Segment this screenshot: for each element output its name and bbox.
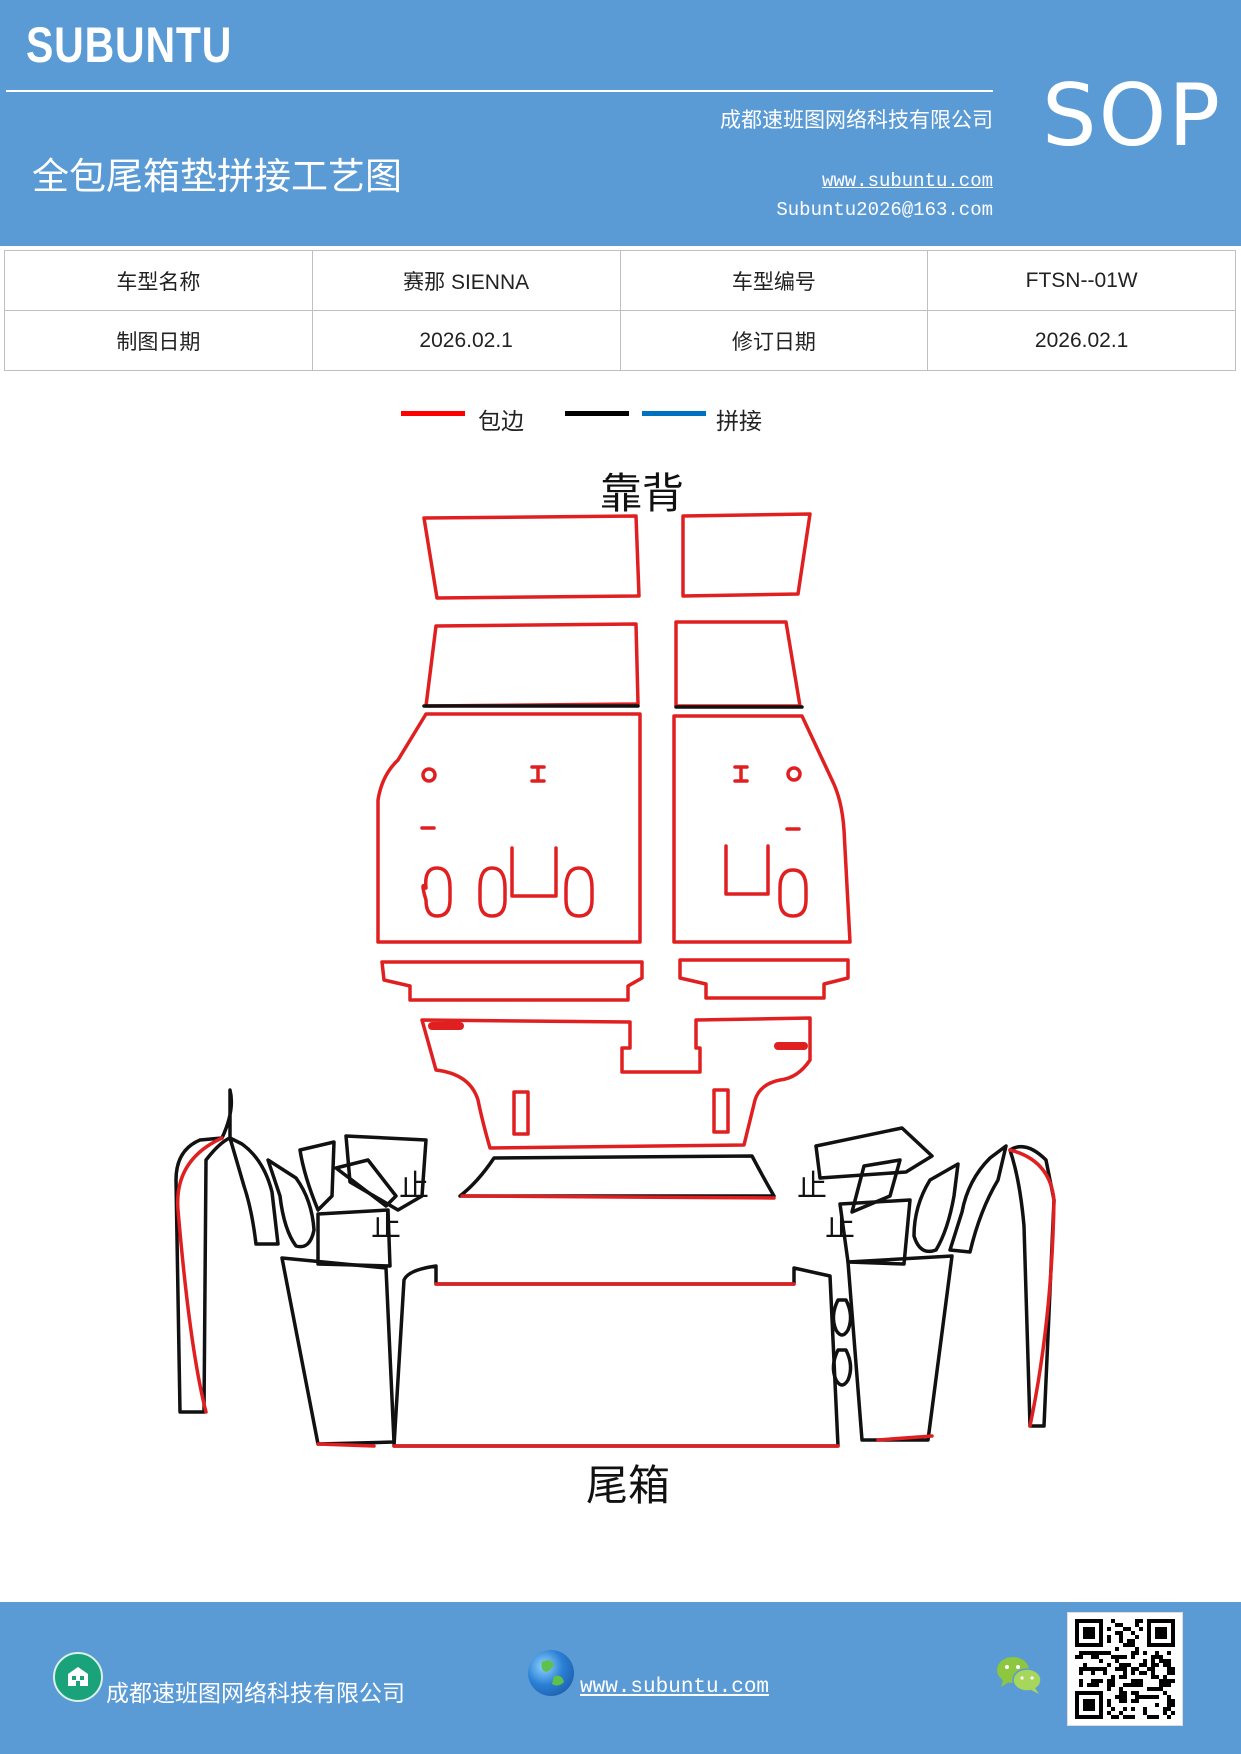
document-title: 全包尾箱垫拼接工艺图 xyxy=(32,155,402,198)
table-cell: 赛那 SIENNA xyxy=(311,250,621,311)
step-panel xyxy=(458,1154,776,1198)
stop-mark: 止 xyxy=(399,1169,429,1204)
vehicle-info-table: 车型名称 赛那 SIENNA 车型编号 FTSN--01W 制图日期 2026.… xyxy=(4,250,1236,371)
backrest-label: 靠背 xyxy=(600,469,684,518)
brand-logo: SUBUNTU xyxy=(26,17,233,73)
wechat-icon[interactable] xyxy=(995,1654,1043,1700)
globe-icon xyxy=(528,1650,574,1696)
table-cell: 2026.02.1 xyxy=(927,310,1236,371)
trunk-label: 尾箱 xyxy=(586,1461,670,1510)
right-corner-block xyxy=(814,1126,934,1180)
center-cargo-panel xyxy=(420,1016,812,1150)
email-address: Subuntu2026@163.com xyxy=(776,199,993,221)
building-icon xyxy=(53,1652,103,1702)
trunk-mat-diagram: 靠背 尾箱 止 止 止 止 xyxy=(174,469,1056,1510)
legend-swatch-seam xyxy=(642,411,706,416)
bracket-icon xyxy=(733,765,749,783)
slot-cutout xyxy=(512,1090,530,1136)
left-arch-piece xyxy=(266,1158,316,1249)
footer-website-link[interactable]: www.subuntu.com xyxy=(580,1676,770,1699)
footer-banner: 成都速班图网络科技有限公司 www.subuntu.com xyxy=(0,1602,1241,1754)
table-row: 制图日期 2026.02.1 修订日期 2026.02.1 xyxy=(4,310,1236,371)
stop-mark: 止 xyxy=(797,1169,827,1204)
right-side-panel xyxy=(846,1254,954,1442)
stop-mark: 止 xyxy=(371,1209,401,1244)
stop-mark: 止 xyxy=(825,1209,855,1244)
header-divider xyxy=(6,90,993,92)
table-cell: FTSN--01W xyxy=(927,250,1236,311)
right-arch-piece xyxy=(912,1162,960,1254)
trunk-floor-panel xyxy=(392,1264,840,1448)
right-arch-panel xyxy=(948,1144,1008,1254)
hole-icon xyxy=(786,766,802,782)
left-wedge xyxy=(334,1158,398,1208)
qr-code xyxy=(1067,1612,1183,1726)
slot-cutout xyxy=(712,1088,730,1134)
oval-cutout xyxy=(778,868,808,918)
left-corner-block xyxy=(316,1208,392,1268)
left-arch-panel xyxy=(228,1136,280,1246)
bracket-icon xyxy=(530,765,546,783)
table-cell: 制图日期 xyxy=(4,310,313,371)
website-link[interactable]: www.subuntu.com xyxy=(821,170,993,192)
floor-right-panel xyxy=(672,714,852,944)
hole-icon xyxy=(421,767,437,783)
legend-label-seam: 拼接 xyxy=(716,409,762,435)
company-name: 成都速班图网络科技有限公司 xyxy=(720,108,993,132)
u-cutout xyxy=(724,844,770,896)
left-corner-piece xyxy=(298,1140,336,1212)
right-chain-piece xyxy=(831,1298,853,1337)
table-cell: 车型名称 xyxy=(4,250,313,311)
table-cell: 修订日期 xyxy=(619,310,929,371)
footer-company-name: 成都速班图网络科技有限公司 xyxy=(106,1681,405,1707)
legend-swatch-black xyxy=(565,411,629,416)
left-side-panel-edge xyxy=(316,1442,376,1448)
right-wedge xyxy=(850,1158,902,1214)
backrest-right-middle-panel xyxy=(674,620,802,708)
right-wall-panel xyxy=(1008,1144,1056,1428)
backrest-left-upper-panel xyxy=(422,514,641,600)
oval-cutout xyxy=(478,866,507,918)
table-cell: 车型编号 xyxy=(619,250,929,311)
step-panel-edge xyxy=(460,1194,776,1200)
left-strip xyxy=(380,960,644,1002)
left-corner-block xyxy=(344,1134,428,1212)
oval-cutout xyxy=(421,866,452,918)
right-strip xyxy=(678,958,850,1000)
table-cell: 2026.02.1 xyxy=(311,310,621,371)
table-row: 车型名称 赛那 SIENNA 车型编号 FTSN--01W xyxy=(4,250,1236,311)
legend-label-edge: 包边 xyxy=(478,409,524,435)
right-side-panel-edge xyxy=(876,1434,934,1442)
legend-swatch-edge xyxy=(401,411,465,416)
floor-left-panel xyxy=(376,712,642,944)
u-cutout xyxy=(510,846,558,898)
backrest-right-upper-panel xyxy=(681,512,812,598)
backrest-left-middle-panel xyxy=(424,622,640,708)
right-corner-block xyxy=(838,1198,912,1266)
right-wall-edge xyxy=(1008,1148,1056,1428)
left-side-panel xyxy=(280,1256,396,1446)
left-wall-panel xyxy=(174,1088,234,1414)
sop-badge: SOP xyxy=(1042,66,1223,166)
left-wall-edge xyxy=(175,1136,224,1414)
right-chain-piece xyxy=(831,1348,853,1387)
oval-cutout xyxy=(564,866,594,918)
trunk-floor-edge xyxy=(392,1282,840,1448)
legend: 包边 拼接 xyxy=(0,400,1241,440)
header-banner: SUBUNTU 成都速班图网络科技有限公司 全包尾箱垫拼接工艺图 www.sub… xyxy=(0,0,1241,246)
